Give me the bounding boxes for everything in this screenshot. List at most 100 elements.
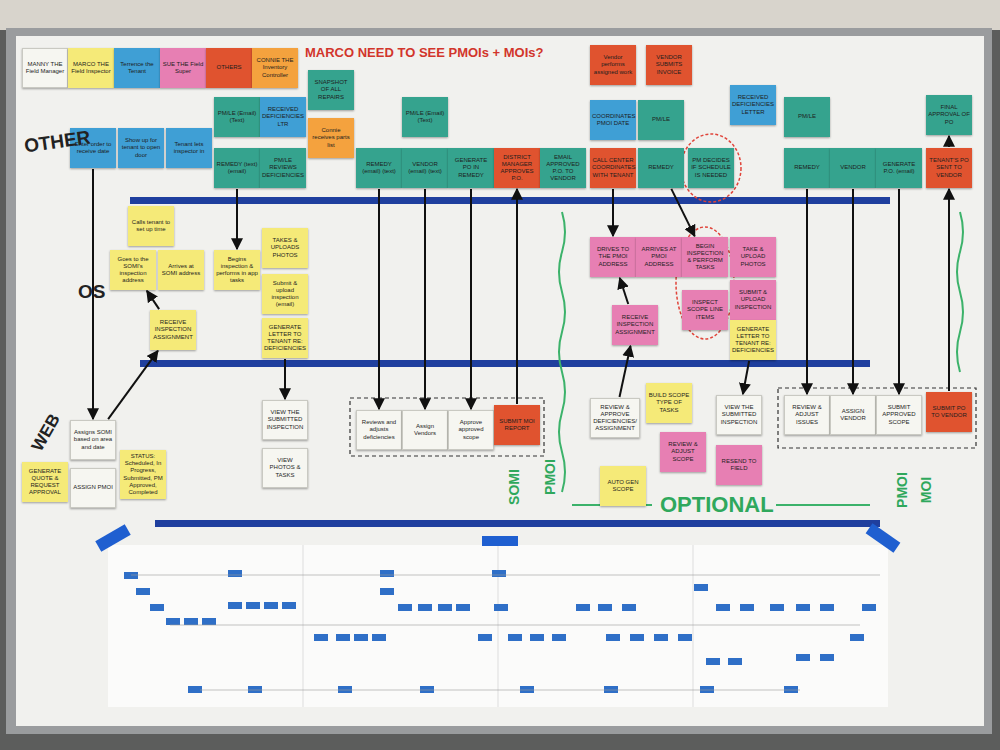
green-wavy-line: [957, 212, 963, 372]
flow-arrow: [612, 189, 614, 236]
note-text: PM/LE REVIEWS DEFICIENCIES: [262, 157, 304, 179]
sticky-note: Calls tenant to set up time: [128, 206, 174, 246]
red-cloud: [681, 134, 741, 202]
marker-label: MOI: [919, 477, 933, 503]
sticky-note: BUILD SCOPE TYPE OF TASKS: [646, 383, 692, 423]
marker-label: PMOI: [895, 472, 909, 508]
note-text: GENERATE PO IN REMEDY: [450, 157, 492, 179]
sticky-note: GENERATE P.O. (email): [876, 148, 922, 188]
note-text: COORDINATES PMOI DATE: [592, 113, 634, 127]
note-text: Goes to the SOMI's inspection address: [112, 256, 154, 285]
sticky-note: SUE THE Field Super: [160, 48, 206, 88]
sticky-note: Begins inspection & performs in app task…: [214, 250, 260, 290]
note-text: GENERATE P.O. (email): [878, 161, 920, 175]
sticky-note: GENERATE QUOTE & REQUEST APPROVAL: [22, 462, 68, 502]
sticky-note: Goes to the SOMI's inspection address: [110, 250, 156, 290]
sticky-note: MANNY THE Field Manager: [22, 48, 68, 88]
sticky-note: REMEDY: [638, 148, 684, 188]
sticky-note: VIEW THE SUBMITTED INSPECTION: [716, 395, 762, 435]
note-text: REMEDY (email) (text): [358, 161, 400, 175]
note-text: Assigns SOMI based on area and date: [73, 429, 113, 451]
sticky-note: Vendor performs assigned work: [590, 45, 636, 85]
note-text: REVIEW & APPROVE DEFICIENCIES/ ASSIGNMEN…: [593, 404, 637, 433]
sticky-note: Show up for tenant to open door: [118, 128, 164, 168]
note-text: RESEND TO FIELD: [718, 458, 760, 472]
sticky-note: Assign Vendors: [402, 410, 448, 450]
note-text: SUBMIT & UPLOAD INSPECTION: [732, 289, 774, 311]
flow-arrow: [806, 189, 808, 394]
sticky-note: SUBMIT MOI REPORT: [494, 405, 540, 445]
sticky-note: Tenant lets inspector in: [166, 128, 212, 168]
printed-flow-lines: [131, 575, 880, 690]
sticky-note: SUBMIT APPROVED SCOPE: [876, 395, 922, 435]
sticky-note: SUBMIT & UPLOAD INSPECTION: [730, 280, 776, 320]
marker-label: OPTIONAL: [660, 494, 774, 516]
note-text: Approve approved scope: [451, 419, 491, 441]
sticky-note: Connie receives parts list: [308, 118, 354, 158]
printed-flow-sheet: [108, 545, 888, 707]
sticky-note: RECEIVED DEFICIENCIES LETTER: [730, 85, 776, 125]
sticky-note: GENERATE LETTER TO TENANT RE: DEFICIENCI…: [262, 318, 308, 358]
sticky-note: VENDOR SUBMITS INVOICE: [646, 45, 692, 85]
note-text: Assign Vendors: [405, 423, 445, 437]
sticky-note: EMAIL APPROVED P.O. TO VENDOR: [540, 148, 586, 188]
note-text: PM/LE: [640, 116, 682, 123]
sticky-note: REMEDY (text) (email): [214, 148, 260, 188]
sticky-note: Approve approved scope: [448, 410, 494, 450]
flow-arrow: [470, 189, 472, 409]
note-text: VIEW PHOTOS & TASKS: [265, 457, 305, 479]
note-text: RECEIVE INSPECTION ASSIGNMENT: [152, 319, 194, 341]
note-text: VENDOR (email) (text): [404, 161, 446, 175]
sticky-note: FINAL APPROVAL OF PO: [926, 95, 972, 135]
note-text: VIEW THE SUBMITTED INSPECTION: [265, 409, 305, 431]
sticky-note: DISTRICT MANAGER APPROVES P.O.: [494, 148, 540, 188]
note-text: Show up for tenant to open door: [120, 137, 162, 159]
note-text: DISTRICT MANAGER APPROVES P.O.: [496, 154, 538, 183]
note-text: RECEIVE INSPECTION ASSIGNMENT: [614, 314, 656, 336]
note-text: REMEDY: [640, 164, 682, 171]
carpet: [0, 30, 1000, 750]
note-text: FINAL APPROVAL OF PO: [928, 104, 970, 126]
board-surface: [16, 36, 984, 726]
sticky-note: GENERATE LETTER TO TENANT RE: DEFICIENCI…: [730, 320, 776, 360]
lane-tape: [155, 520, 880, 527]
sticky-note: REVIEW & APPROVE DEFICIENCIES/ ASSIGNMEN…: [590, 398, 640, 438]
sticky-note: SUBMIT PO TO VENDOR: [926, 392, 972, 432]
note-text: STATUS: Scheduled, In Progress, Submitte…: [122, 453, 164, 496]
note-text: REMEDY: [786, 164, 828, 171]
note-text: Connie receives parts list: [310, 127, 352, 149]
sticky-note: PM/LE: [784, 97, 830, 137]
tape-piece: [95, 524, 130, 551]
marker-label: PMOI: [543, 459, 557, 495]
note-text: REVIEW & ADJUST SCOPE: [662, 441, 704, 463]
sticky-note: MARCO THE Field Inspector: [68, 48, 114, 88]
note-text: PM/LE (Email) (Text): [404, 110, 446, 124]
note-text: REVIEW & ADJUST ISSUES: [787, 404, 827, 426]
sticky-note: BEGIN INSPECTION & PERFORM TASKS: [682, 237, 728, 277]
flow-arrow: [620, 278, 628, 304]
sticky-note: GENERATE PO IN REMEDY: [448, 148, 494, 188]
flow-arrow: [743, 361, 749, 394]
note-text: SUBMIT APPROVED SCOPE: [879, 404, 919, 426]
note-text: VENDOR: [832, 164, 874, 171]
note-text: VIEW THE SUBMITTED INSPECTION: [719, 404, 759, 426]
note-text: ARRIVES AT PMOI ADDRESS: [638, 246, 680, 268]
note-text: Submit & upload inspection (email): [264, 280, 306, 309]
wall: [0, 0, 1000, 30]
flow-arrow: [147, 291, 159, 309]
note-text: GENERATE QUOTE & REQUEST APPROVAL: [24, 468, 66, 497]
note-text: Arrives at SOMI address: [160, 263, 202, 277]
flow-arrow: [108, 351, 158, 419]
sticky-note: AUTO GEN SCOPE: [600, 466, 646, 506]
sticky-note: PM/LE (Email) (Text): [402, 97, 448, 137]
tape-piece: [482, 536, 518, 546]
note-text: Calls tenant to set up time: [130, 219, 172, 233]
note-text: BEGIN INSPECTION & PERFORM TASKS: [684, 243, 726, 272]
flow-arrow: [620, 346, 631, 397]
sticky-note: RECEIVE INSPECTION ASSIGNMENT: [612, 305, 658, 345]
marker-label: OS: [78, 282, 105, 301]
flow-arrow: [236, 189, 238, 249]
dashed-region: [778, 388, 976, 448]
